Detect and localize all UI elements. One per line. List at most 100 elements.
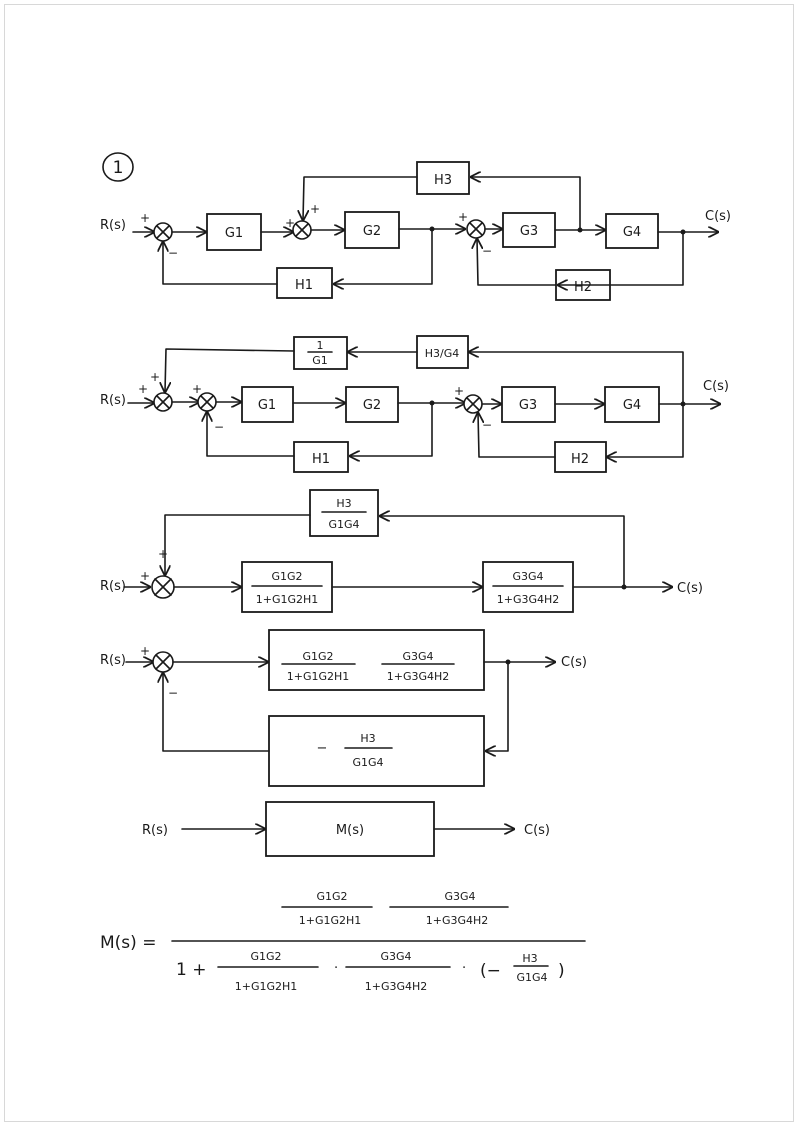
input-label: R(s): [100, 218, 126, 233]
input-label: R(s): [142, 823, 168, 838]
diagram-5-equivalent: R(s) M(s) C(s): [142, 801, 550, 857]
svg-text:1: 1: [113, 158, 124, 178]
svg-text:+: +: [138, 382, 148, 396]
svg-text:H2: H2: [571, 452, 589, 467]
svg-text:−: −: [317, 741, 328, 756]
svg-text:H3: H3: [360, 732, 375, 745]
svg-text:1+G3G4H2: 1+G3G4H2: [387, 670, 450, 683]
block-h1: [293, 441, 349, 473]
svg-text:−: −: [168, 686, 178, 700]
input-label: R(s): [100, 653, 126, 668]
svg-text:+: +: [454, 384, 464, 398]
svg-text:G2: G2: [363, 224, 381, 239]
block-g1: [241, 386, 294, 423]
block-h3: [416, 161, 470, 195]
svg-text:): ): [558, 961, 565, 981]
svg-text:G3: G3: [520, 224, 538, 239]
block-feedback-neg-h3-g1g4: [268, 715, 485, 787]
svg-text:(−: (−: [480, 961, 501, 981]
svg-text:G1G4: G1G4: [352, 756, 383, 769]
svg-text:G2: G2: [363, 398, 381, 413]
summing-junction-1: [197, 392, 217, 412]
output-label: C(s): [524, 823, 550, 838]
block-g4: [605, 213, 659, 249]
diagram-2-moved-pickoff: R(s) + + + − G1 G2 H1 + −: [100, 335, 729, 473]
block-feedback-h3-g1g4: [309, 489, 379, 537]
problem-number: 1: [102, 152, 134, 182]
svg-text:1+G3G4H2: 1+G3G4H2: [365, 980, 428, 993]
svg-text:+: +: [150, 370, 160, 384]
svg-text:G1: G1: [312, 354, 328, 367]
summing-junction-0: [153, 392, 173, 412]
svg-text:G1G4: G1G4: [516, 971, 547, 984]
diagram-3-reduced-inner-loops: R(s) + + G1G2 1+G1G2H1 G3G4 1+G3G4H2 C(s…: [100, 489, 703, 613]
svg-text:G1: G1: [225, 226, 243, 241]
diagram-4-single-loop: R(s) + − G1G2 1+G1G2H1 G3G4 1+G3G4H2 C(s…: [100, 629, 587, 787]
svg-text:+: +: [140, 211, 150, 225]
input-label: R(s): [100, 393, 126, 408]
svg-text:1+G1G2H1: 1+G1G2H1: [299, 914, 362, 927]
svg-text:+: +: [158, 547, 168, 561]
svg-text:G1G2: G1G2: [302, 650, 333, 663]
output-label: C(s): [705, 209, 731, 224]
block-h1: [276, 267, 333, 299]
svg-text:1+G3G4H2: 1+G3G4H2: [497, 593, 560, 606]
svg-text:G1G2: G1G2: [271, 570, 302, 583]
svg-text:−: −: [214, 420, 224, 434]
svg-text:+: +: [192, 382, 202, 396]
svg-text:H1: H1: [295, 278, 313, 293]
svg-text:+: +: [140, 644, 150, 658]
closed-loop-transfer-function: M(s) = G1G2 1+G1G2H1 G3G4 1+G3G4H2 1 + G…: [100, 890, 586, 993]
svg-text:+: +: [285, 216, 295, 230]
svg-text:·: ·: [334, 961, 338, 976]
svg-text:·: ·: [462, 961, 466, 976]
svg-text:G3G4: G3G4: [380, 950, 411, 963]
svg-text:H3/G4: H3/G4: [425, 347, 460, 360]
svg-text:H2: H2: [574, 280, 592, 295]
output-label: C(s): [703, 379, 729, 394]
svg-text:G3G4: G3G4: [444, 890, 475, 903]
svg-text:H3: H3: [434, 173, 452, 188]
block-g2: [344, 211, 400, 249]
output-label: C(s): [677, 581, 703, 596]
svg-text:G4: G4: [623, 225, 641, 240]
svg-text:H3: H3: [336, 497, 351, 510]
paper-sheet: [4, 4, 794, 1122]
svg-text:M(s): M(s): [336, 823, 364, 838]
svg-text:G1: G1: [258, 398, 276, 413]
svg-text:1+G3G4H2: 1+G3G4H2: [426, 914, 489, 927]
svg-text:H3: H3: [522, 952, 537, 965]
svg-text:1+G1G2H1: 1+G1G2H1: [287, 670, 350, 683]
svg-text:G1G2: G1G2: [316, 890, 347, 903]
svg-text:G3G4: G3G4: [512, 570, 543, 583]
svg-text:G1G2: G1G2: [250, 950, 281, 963]
summing-junction-3: [466, 219, 486, 239]
equation-lhs: M(s) =: [100, 933, 156, 953]
diagram-1-original: R(s) + − G1 + + G2 H1 + −: [100, 161, 731, 301]
svg-text:1+G1G2H1: 1+G1G2H1: [235, 980, 298, 993]
svg-text:H1: H1: [312, 452, 330, 467]
svg-text:1 +: 1 +: [176, 960, 206, 980]
svg-text:G1G4: G1G4: [328, 518, 359, 531]
svg-text:G3G4: G3G4: [402, 650, 433, 663]
svg-text:1: 1: [317, 339, 324, 352]
summing-junction: [151, 575, 175, 599]
summing-junction-2: [292, 220, 312, 240]
svg-text:G4: G4: [623, 398, 641, 413]
summing-junction-1: [153, 222, 173, 242]
output-label: C(s): [561, 655, 587, 670]
summing-junction: [152, 651, 174, 673]
block-g2: [345, 386, 399, 423]
svg-text:+: +: [310, 202, 320, 216]
svg-text:+: +: [458, 210, 468, 224]
summing-junction-3: [463, 394, 483, 414]
svg-text:1+G1G2H1: 1+G1G2H1: [256, 593, 319, 606]
svg-text:+: +: [140, 569, 150, 583]
block-forward-combined: [268, 629, 485, 691]
svg-text:−: −: [482, 244, 492, 258]
svg-text:G3: G3: [519, 398, 537, 413]
block-inverse-g1: [293, 336, 348, 370]
svg-text:−: −: [482, 418, 492, 432]
input-label: R(s): [100, 579, 126, 594]
